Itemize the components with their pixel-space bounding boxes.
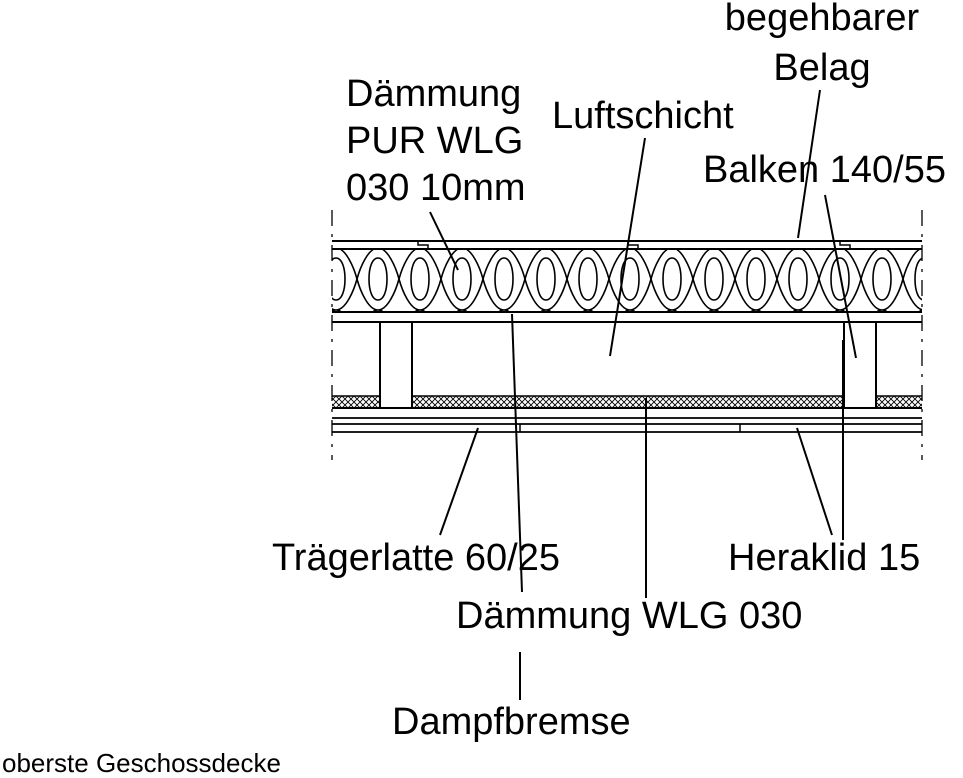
label-dampfbremse: Dampfbremse <box>392 701 631 743</box>
label-pur-2: PUR WLG <box>346 120 523 162</box>
heraklid-layer <box>332 395 922 409</box>
label-begehbarer-belag-1: begehbarer <box>725 0 920 39</box>
beams <box>379 321 877 409</box>
label-pur-3: 030 10mm <box>346 167 526 209</box>
label-luftschicht: Luftschicht <box>552 95 734 137</box>
pur-insulation-layer <box>332 250 922 323</box>
figure-caption: oberste Geschossdecke <box>2 748 281 778</box>
leader-lines <box>429 89 857 700</box>
label-balken: Balken 140/55 <box>703 149 946 191</box>
ceiling-boards <box>332 417 922 433</box>
label-traegerlatte: Trägerlatte 60/25 <box>272 537 560 579</box>
label-begehbarer-belag-2: Belag <box>773 47 870 89</box>
label-heraklid: Heraklid 15 <box>728 537 920 579</box>
label-pur-1: Dämmung <box>346 73 521 115</box>
label-daemmung-wlg: Dämmung WLG 030 <box>456 595 802 637</box>
